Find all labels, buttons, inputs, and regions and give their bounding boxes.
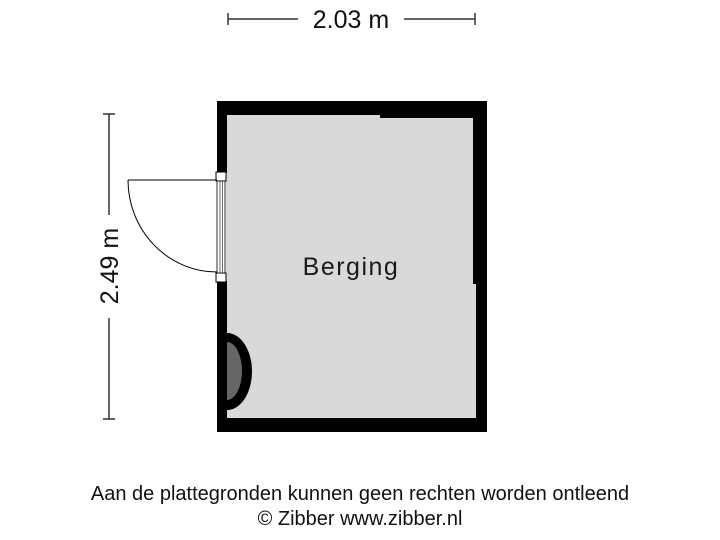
walls bbox=[217, 101, 487, 432]
room-label: Berging bbox=[303, 253, 400, 281]
width-dimension: 2.03 m bbox=[227, 6, 476, 34]
height-dimension: 2.49 m bbox=[96, 113, 124, 420]
height-label: 2.49 m bbox=[96, 228, 124, 304]
copyright-text: © Zibber www.zibber.nl bbox=[257, 508, 463, 530]
drain-fixture bbox=[227, 333, 252, 410]
door bbox=[127, 171, 227, 283]
disclaimer-text: Aan de plattegronden kunnen geen rechten… bbox=[90, 483, 630, 505]
width-label: 2.03 m bbox=[313, 6, 389, 34]
room-floor bbox=[226, 113, 476, 419]
